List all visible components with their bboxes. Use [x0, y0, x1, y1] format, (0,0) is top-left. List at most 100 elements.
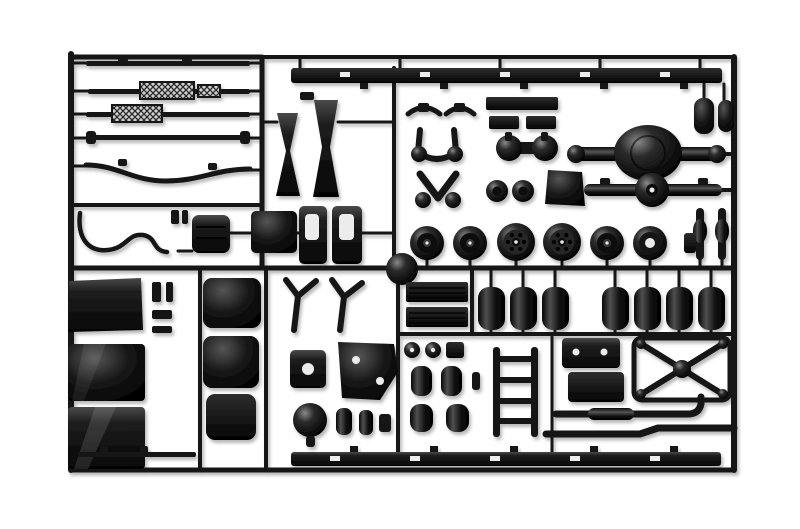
rim-1-bolt — [505, 239, 511, 245]
small-drum-1-hub — [492, 186, 502, 196]
axle-tab-1 — [600, 178, 610, 185]
bottom-clip-1 — [100, 446, 108, 457]
tread-plate-3 — [111, 104, 163, 123]
rim-2-bolt — [555, 233, 560, 238]
air-filter-ribs — [196, 226, 226, 239]
bottom-clip-2 — [140, 446, 148, 457]
dome-hub — [386, 253, 418, 285]
filter-nub — [472, 372, 480, 390]
step-rod-2 — [86, 112, 250, 117]
intercooler-louvers — [409, 287, 465, 299]
sprue-parts — [68, 57, 738, 469]
engine-plate — [486, 97, 558, 110]
mirror-arm-1 — [283, 277, 319, 333]
engine-mount-plate — [338, 342, 398, 400]
beam-tab — [600, 83, 608, 89]
sway-bar-tab-2 — [208, 163, 217, 170]
bracket-plate-hole — [302, 363, 314, 375]
suspension-corner — [718, 339, 728, 349]
brake-drum-4-center — [645, 238, 655, 248]
beam-tab — [510, 446, 518, 452]
cab-panel-1 — [203, 278, 261, 328]
trim-bar-end-right — [240, 131, 250, 144]
roof-clip — [300, 92, 314, 100]
mirror-housing-1 — [694, 98, 714, 134]
mount-plate-hole-2 — [376, 377, 384, 385]
beam-slot — [650, 456, 660, 461]
shock-absorber-1-bulge — [693, 219, 707, 243]
suspension-corner — [718, 389, 728, 399]
beam-tab — [440, 83, 448, 89]
trim-bar-end-left — [86, 131, 96, 144]
air-tank — [666, 287, 693, 330]
rim-2-bolt — [564, 233, 569, 238]
u-bolt-pad-2 — [447, 146, 463, 162]
fuel-filter-3 — [410, 404, 433, 432]
air-tank — [510, 287, 537, 330]
brake-chamber-2 — [532, 135, 558, 161]
small-part-4 — [152, 326, 172, 333]
beam-slot — [570, 456, 580, 461]
radiator-louvers — [409, 312, 465, 324]
chamber-nub-2 — [541, 132, 548, 141]
beam-slot — [340, 72, 350, 77]
wheel-rim-2-hole — [560, 240, 564, 244]
beam-slot — [420, 72, 430, 77]
step-bracket-1 — [562, 338, 620, 368]
canister-stem — [306, 436, 315, 447]
rim-1-bolt — [509, 233, 514, 238]
brake-chamber-1 — [496, 135, 522, 161]
ladder-rail-2 — [531, 347, 538, 437]
mount-plate-hole-1 — [352, 356, 360, 364]
sway-bar — [83, 162, 253, 184]
axle-end-left — [567, 145, 585, 163]
air-horn-1-hole — [409, 347, 415, 353]
trim-bar — [86, 135, 250, 140]
brake-drum-2-hole — [468, 241, 472, 245]
ladder-rung — [497, 377, 533, 383]
beam-slot — [490, 456, 500, 461]
rim-2-bolt — [555, 246, 560, 251]
cab-panel-3 — [206, 394, 256, 440]
exhaust-pipe-2 — [542, 424, 738, 438]
rim-2-bolt — [567, 239, 573, 245]
suspension-frame — [631, 335, 733, 403]
v-bracket-foot-2 — [445, 192, 461, 208]
wiper-blade-bar — [86, 61, 250, 66]
hose-clip-2 — [182, 210, 188, 224]
small-drum-2-hub — [518, 186, 528, 196]
beam-slot — [330, 456, 340, 461]
suspension-center — [673, 360, 691, 378]
beam-tab — [680, 83, 688, 89]
shock-absorber-2-bulge — [715, 219, 729, 243]
tread-plate-1 — [139, 81, 195, 100]
ladder-rung — [497, 418, 533, 424]
ladder-rung — [497, 356, 533, 362]
mirror-housing-2 — [718, 100, 734, 132]
exhaust-pipe-1 — [552, 393, 705, 418]
step-bracket-hole-2 — [600, 348, 608, 356]
engine-block-2 — [526, 116, 556, 129]
rim-1-bolt — [521, 239, 527, 245]
beam-tab — [590, 446, 598, 452]
fuel-filter-2 — [441, 366, 462, 396]
b-pillar-1-cutout — [305, 214, 319, 240]
brake-drum-1-hole — [425, 241, 429, 245]
suspension-corner — [636, 389, 646, 399]
small-cylinder-2 — [359, 410, 373, 435]
step-bracket-2 — [568, 372, 624, 402]
fuel-filter-4 — [446, 404, 469, 432]
rim-1-bolt — [518, 233, 523, 238]
air-tank — [602, 287, 629, 330]
ladder-rail-1 — [493, 347, 500, 437]
sprue-runners — [68, 51, 737, 473]
leaf-spring-1-block — [418, 103, 429, 112]
air-tank — [634, 287, 661, 330]
chamber-nub-1 — [505, 132, 512, 141]
engine-block-1 — [489, 116, 519, 129]
rim-2-bolt — [564, 246, 569, 251]
air-tank — [542, 287, 569, 330]
air-filter-box — [192, 215, 230, 253]
beam-tab — [520, 83, 528, 89]
